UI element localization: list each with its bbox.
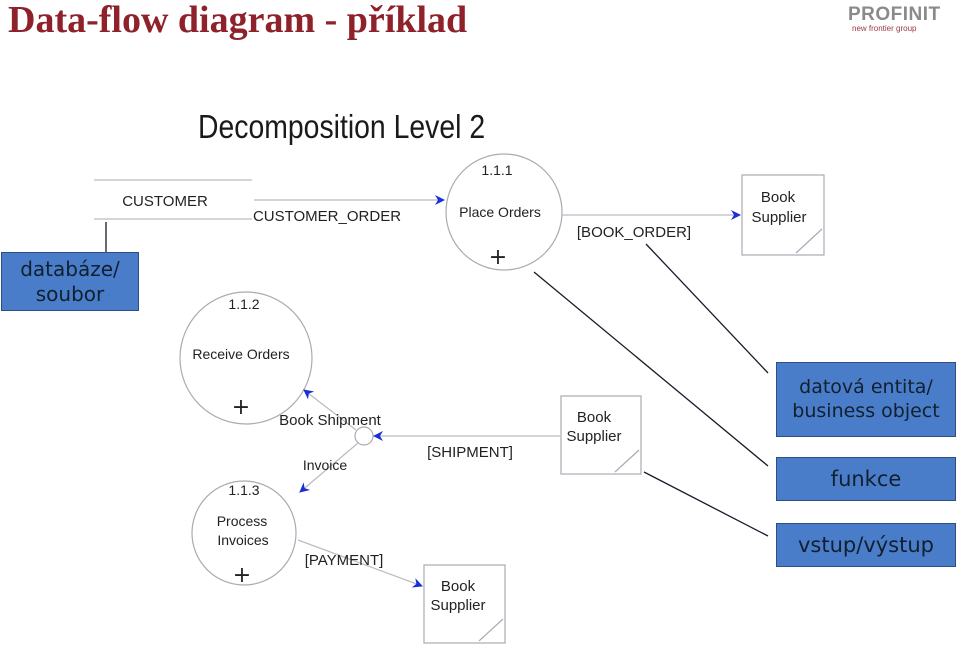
- customer-label: CUSTOMER: [122, 193, 208, 210]
- legend-function: funkce: [776, 457, 956, 501]
- expand-marker: +: [232, 395, 250, 420]
- legend-data-entity: datová entita/ business object: [776, 362, 956, 437]
- process-id: 1.1.3: [228, 482, 259, 498]
- legend-entity-line2: business object: [792, 399, 940, 422]
- legend-database-line1: databáze/: [20, 256, 120, 281]
- legend-function-label: funkce: [830, 466, 902, 491]
- data-store-book-supplier: Book Supplier: [423, 564, 506, 644]
- page-title: Data-flow diagram - příklad: [8, 0, 468, 41]
- process-name: Place Orders: [459, 204, 541, 220]
- process-id: 1.1.2: [228, 296, 259, 312]
- logo-tagline: new frontier group: [852, 24, 917, 33]
- book-shipment-label: Book Shipment: [279, 412, 382, 429]
- store-line1: Book: [577, 409, 612, 426]
- legend-io-label: vstup/výstup: [798, 532, 934, 557]
- flow-payment: [PAYMENT]: [297, 539, 423, 588]
- store-line1: Book: [761, 189, 796, 206]
- logo-brand: PROFINIT: [848, 4, 941, 25]
- flow-customer-order: CUSTOMER_ORDER: [253, 195, 445, 225]
- legend-entity-line1: datová entita/: [799, 375, 933, 398]
- process-place-orders: 1.1.1 Place Orders +: [445, 153, 563, 271]
- store-line2: Supplier: [566, 428, 621, 445]
- flow-book-order: [BOOK_ORDER]: [562, 210, 741, 241]
- flow-shipment: [SHIPMENT]: [373, 431, 560, 461]
- legend-database-line2: soubor: [35, 281, 105, 306]
- payment-label: [PAYMENT]: [305, 552, 384, 569]
- book-order-label: [BOOK_ORDER]: [577, 224, 691, 241]
- process-name: Receive Orders: [192, 346, 289, 362]
- legend-connectors: [105, 222, 769, 537]
- process-receive-orders: 1.1.2 Receive Orders +: [179, 291, 313, 425]
- expand-marker: +: [489, 245, 507, 270]
- store-line1: Book: [441, 578, 476, 595]
- process-id: 1.1.1: [481, 162, 512, 178]
- store-line2: Supplier: [430, 597, 485, 614]
- data-store-book-supplier: Book Supplier: [560, 395, 642, 475]
- process-process-invoices: 1.1.3 Process Invoices +: [191, 480, 297, 588]
- legend-io: vstup/výstup: [776, 523, 956, 567]
- store-line2: Supplier: [751, 209, 806, 226]
- legend-database: databáze/ soubor: [1, 252, 139, 311]
- flow-split-junction: Book Shipment Invoice: [279, 389, 382, 493]
- customer-order-label: CUSTOMER_ORDER: [253, 208, 401, 225]
- invoice-label: Invoice: [303, 457, 348, 473]
- external-entity-customer: CUSTOMER: [94, 179, 252, 220]
- data-store-book-supplier: Book Supplier: [741, 174, 825, 256]
- profinit-logo: PROFINIT new frontier group: [848, 4, 956, 33]
- shipment-label: [SHIPMENT]: [427, 444, 513, 461]
- diagram-subtitle: Decomposition Level 2: [198, 108, 486, 145]
- expand-marker: +: [233, 563, 251, 588]
- process-name-line2: Invoices: [217, 532, 268, 548]
- process-name-line1: Process: [217, 513, 268, 529]
